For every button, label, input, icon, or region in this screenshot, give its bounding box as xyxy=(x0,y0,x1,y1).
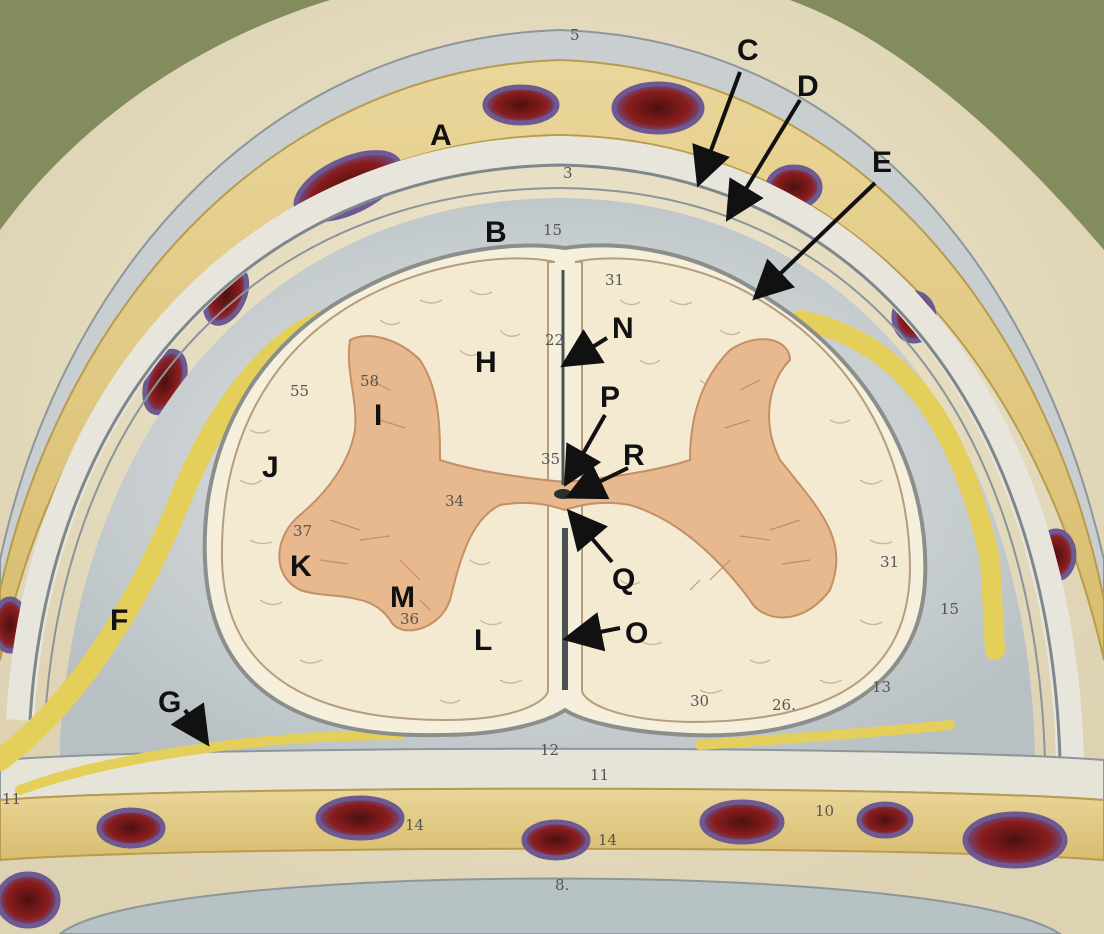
label-N: N xyxy=(612,312,634,345)
label-C: C xyxy=(737,34,759,67)
label-R: R xyxy=(623,439,645,472)
label-F: F xyxy=(110,604,128,637)
label-E: E xyxy=(872,146,892,179)
label-I: I xyxy=(374,399,382,432)
arrow-G xyxy=(170,702,210,747)
arachnoid-line xyxy=(44,186,1046,761)
dura-outer xyxy=(6,135,1084,761)
svg-text:15: 15 xyxy=(940,600,959,618)
label-G: G xyxy=(158,686,181,719)
svg-text:11: 11 xyxy=(2,790,21,808)
svg-text:35: 35 xyxy=(541,450,560,468)
svg-text:12: 12 xyxy=(540,741,559,759)
arrow-C xyxy=(692,71,742,188)
svg-text:10: 10 xyxy=(815,802,834,820)
ventral-root-right xyxy=(695,720,955,750)
gray-matter-texture xyxy=(319,379,811,611)
arrow-O xyxy=(562,612,621,652)
label-L: L xyxy=(474,624,492,657)
lower-vessels xyxy=(0,795,1068,929)
ventral-root-G xyxy=(15,730,405,795)
dura-line xyxy=(28,163,1062,761)
svg-text:8.: 8. xyxy=(555,876,569,894)
svg-text:36: 36 xyxy=(400,610,419,628)
arrow-N xyxy=(560,329,609,368)
svg-text:3: 3 xyxy=(563,164,573,182)
svg-text:37: 37 xyxy=(293,522,312,540)
svg-text:30: 30 xyxy=(690,692,709,710)
model-printed-numbers: 5 3 15 31 22 55 58 35 34 37 36 31 15 13 … xyxy=(2,26,959,894)
arrow-R xyxy=(564,463,629,500)
label-J: J xyxy=(262,451,279,484)
label-O: O xyxy=(625,617,648,650)
label-A: A xyxy=(430,119,452,152)
label-arrows xyxy=(170,71,877,747)
svg-text:14: 14 xyxy=(405,816,424,834)
label-K: K xyxy=(290,550,312,583)
label-D: D xyxy=(797,70,819,103)
svg-text:31: 31 xyxy=(605,271,624,289)
arrow-Q xyxy=(566,508,614,564)
label-B: B xyxy=(485,216,507,249)
central-canal xyxy=(554,489,572,499)
svg-text:11: 11 xyxy=(590,766,609,784)
label-P: P xyxy=(600,381,620,414)
svg-text:58: 58 xyxy=(360,372,379,390)
arrow-D xyxy=(725,98,802,222)
svg-text:13: 13 xyxy=(872,678,891,696)
arrow-E xyxy=(752,181,877,301)
svg-text:34: 34 xyxy=(445,492,464,510)
vertebral-body xyxy=(58,877,1062,934)
svg-text:22: 22 xyxy=(545,331,564,349)
svg-text:5: 5 xyxy=(570,26,580,44)
svg-text:26.: 26. xyxy=(772,696,796,714)
svg-text:14: 14 xyxy=(598,831,617,849)
svg-text:15: 15 xyxy=(543,221,562,239)
letter-labels: A B C D E F G H I J K L M N O P Q R xyxy=(110,34,892,719)
label-Q: Q xyxy=(612,563,635,596)
label-H: H xyxy=(475,346,497,379)
svg-text:31: 31 xyxy=(880,553,899,571)
white-matter-texture xyxy=(239,289,893,704)
label-M: M xyxy=(390,581,415,614)
nerve-root-right xyxy=(790,310,1005,660)
svg-text:55: 55 xyxy=(290,382,309,400)
